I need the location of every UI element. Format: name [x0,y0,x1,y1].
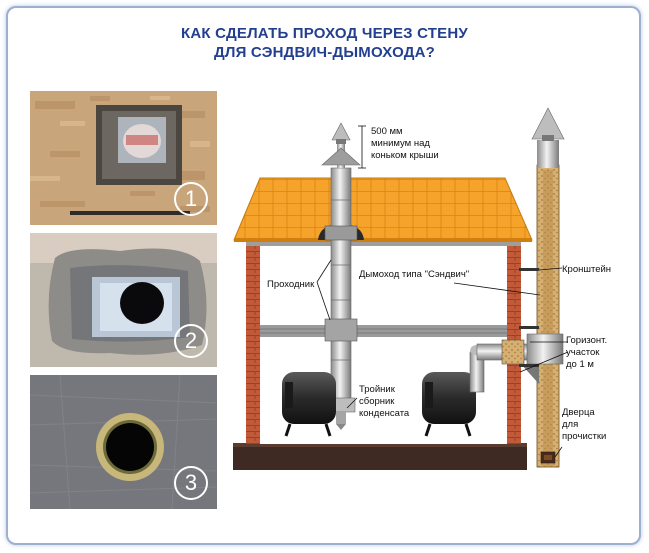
label-chimney-sandwich: Дымоход типа "Сэндвич" [359,269,469,280]
label-horizontal-line-3: до 1 м [566,359,594,370]
photo-2: 2 [30,233,217,367]
ground [233,443,527,470]
wall-passage [501,339,525,365]
label-bracket: Кронштейн [562,264,611,275]
page-title: КАК СДЕЛАТЬ ПРОХОД ЧЕРЕЗ СТЕНУ ДЛЯ СЭНДВ… [0,24,649,62]
felt-lined-opening-image [30,233,217,367]
left-wall [246,238,260,444]
label-tee-line-1: Тройник [359,384,396,395]
interfloor-ceiling [260,325,507,337]
floor-passage [324,318,358,342]
title-line-1: КАК СДЕЛАТЬ ПРОХОД ЧЕРЕЗ СТЕНУ [181,25,468,42]
step-number-1: 1 [174,182,208,216]
bracket-1 [519,268,539,271]
photo-1: 1 [30,91,217,225]
roof-height-note-line-3: коньком крыши [371,150,439,161]
roof-height-note-line-2: минимум над [371,138,430,149]
photo-3: 3 [30,375,217,509]
label-horizontal-line-2: участок [566,347,600,358]
stove-2 [422,372,476,424]
label-tee-line-3: конденсата [359,408,410,419]
step-number-2: 2 [174,324,208,358]
stove-1 [282,372,336,424]
sandwich-pipe-1 [330,167,352,409]
label-door-line-1: Дверца [562,407,595,418]
label-passage: Проходник [267,279,315,290]
label-horizontal-line-1: Горизонт. [566,335,607,346]
roof-height-note-line-1: 500 мм [371,126,403,137]
label-door-line-3: прочистки [562,431,606,442]
chimney-cap-2 [531,107,565,140]
chimney-cap-1 [331,122,351,141]
step-number-3: 3 [174,466,208,500]
label-door-line-2: для [562,419,578,430]
roof [233,177,533,241]
title-line-2: ДЛЯ СЭНДВИЧ-ДЫМОХОДА? [213,44,436,61]
label-tee-line-2: сборник [359,396,395,407]
